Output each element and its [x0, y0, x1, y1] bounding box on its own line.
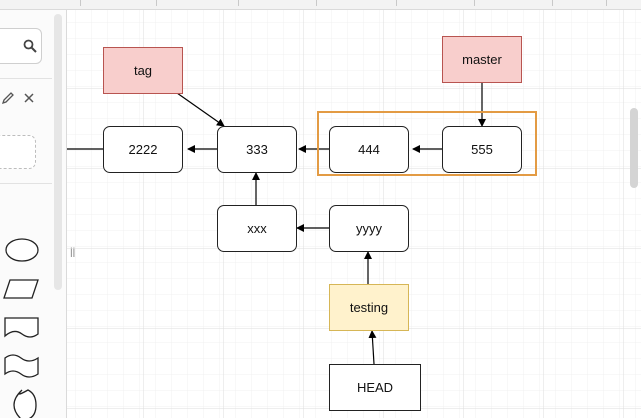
edge-head-to-testing[interactable]	[368, 330, 377, 365]
parallelogram-shape-icon[interactable]	[2, 276, 42, 302]
commit-yyyy[interactable]: yyyy	[329, 205, 409, 252]
ruler-tick	[316, 0, 317, 6]
commit-444[interactable]: 444	[329, 126, 409, 173]
connector-layer	[67, 82, 486, 365]
commit-xxx[interactable]: xxx	[217, 205, 297, 252]
canvas-scrollbar[interactable]	[630, 108, 638, 188]
pencil-icon[interactable]	[1, 91, 15, 105]
diagram-canvas[interactable]: tag master 2222 333 444 555 xxx yyyy tes…	[67, 10, 641, 418]
edge-tag-to-333[interactable]	[176, 92, 225, 127]
search-icon[interactable]	[23, 39, 37, 53]
commit-333[interactable]: 333	[217, 126, 297, 173]
commit-2222[interactable]: 2222	[103, 126, 183, 173]
tape-shape-icon[interactable]	[2, 350, 42, 382]
ruler-tick	[606, 0, 607, 6]
ruler-tick	[80, 0, 81, 6]
ruler-tick	[156, 0, 157, 6]
head-pointer[interactable]: HEAD	[329, 364, 421, 411]
ellipse-shape-icon[interactable]	[2, 235, 42, 265]
close-icon[interactable]	[23, 92, 35, 104]
commit-555[interactable]: 555	[442, 126, 522, 173]
top-ruler	[0, 0, 641, 10]
shape-search-input[interactable]	[0, 28, 42, 64]
testing-branch-label[interactable]: testing	[329, 284, 409, 331]
ruler-tick	[238, 0, 239, 6]
moon-shape-icon[interactable]	[2, 388, 42, 418]
ruler-tick	[474, 0, 475, 6]
document-shape-icon[interactable]	[2, 314, 42, 342]
ruler-tick	[396, 0, 397, 6]
sidebar-scrollbar[interactable]	[54, 14, 62, 290]
shapes-sidebar	[0, 10, 67, 418]
sidebar-divider	[0, 183, 52, 184]
master-branch-label[interactable]: master	[442, 36, 522, 83]
tag-label[interactable]: tag	[103, 47, 183, 94]
scratchpad-dropzone[interactable]	[0, 135, 36, 169]
ruler-tick	[552, 0, 553, 6]
master-branch-group[interactable]	[317, 111, 537, 176]
sidebar-divider	[0, 78, 52, 79]
